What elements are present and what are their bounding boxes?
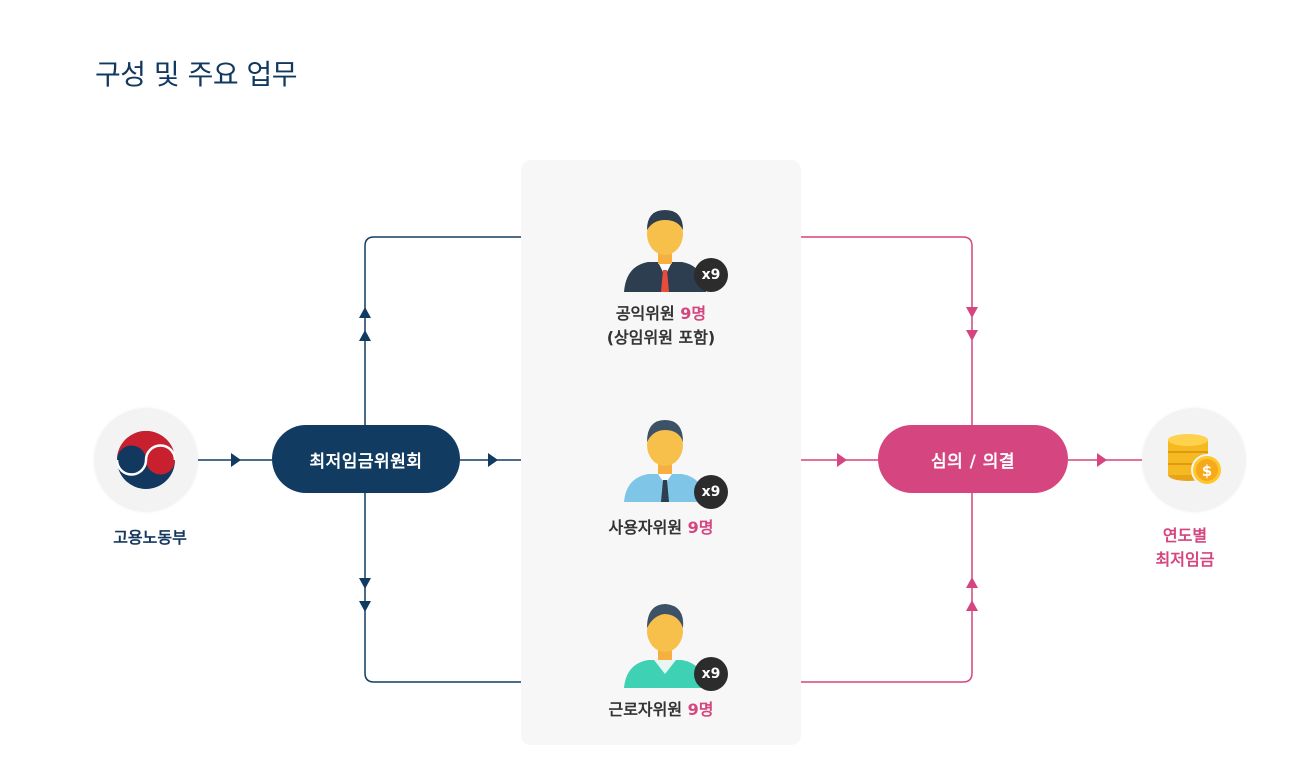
annual-wage-label-line1: 연도별 <box>1162 526 1208 545</box>
public-member-label: 공익위원 9명 (상임위원 포함) <box>561 302 761 350</box>
member-count-badge: x9 <box>694 475 728 509</box>
arrow-down-icon <box>966 330 978 341</box>
member-name: 사용자위원 <box>608 518 683 537</box>
arrow-up-icon <box>359 307 371 318</box>
member-count: 9명 <box>687 518 714 537</box>
government-emblem-icon <box>113 427 179 493</box>
employer-member-label: 사용자위원 9명 <box>561 516 761 540</box>
member-note: (상임위원 포함) <box>606 328 716 347</box>
member-name: 공익위원 <box>615 304 675 323</box>
page-title: 구성 및 주요 업무 <box>95 57 298 91</box>
annual-wage-label-line2: 최저임금 <box>1155 550 1215 569</box>
commission-node: 최저임금위원회 <box>272 425 460 493</box>
member-name: 근로자위원 <box>608 700 683 719</box>
member-count: 9명 <box>687 700 714 719</box>
public-member-icon <box>624 210 706 292</box>
member-count-badge: x9 <box>694 657 728 691</box>
annual-wage-node: $ <box>1142 408 1246 512</box>
arrow-up-icon <box>966 577 978 588</box>
member-count-badge: x9 <box>694 258 728 292</box>
arrow-right-icon <box>1097 453 1107 467</box>
member-count: 9명 <box>680 304 707 323</box>
svg-text:$: $ <box>1202 462 1212 480</box>
arrow-up-icon <box>359 330 371 341</box>
deliberation-node: 심의 / 의결 <box>878 425 1068 493</box>
arrow-down-icon <box>359 601 371 612</box>
coin-stack-icon: $ <box>1168 434 1223 486</box>
annual-wage-label: 연도별 최저임금 <box>1125 524 1245 572</box>
worker-member-label: 근로자위원 9명 <box>561 698 761 722</box>
employer-member-icon <box>624 420 706 502</box>
arrow-right-icon <box>488 453 498 467</box>
ministry-node <box>94 408 198 512</box>
arrow-down-icon <box>966 307 978 318</box>
ministry-label: 고용노동부 <box>113 528 187 547</box>
arrow-down-icon <box>359 578 371 589</box>
arrow-right-icon <box>231 453 241 467</box>
worker-member-icon <box>624 604 706 688</box>
arrow-up-icon <box>966 600 978 611</box>
arrow-right-icon <box>837 453 847 467</box>
